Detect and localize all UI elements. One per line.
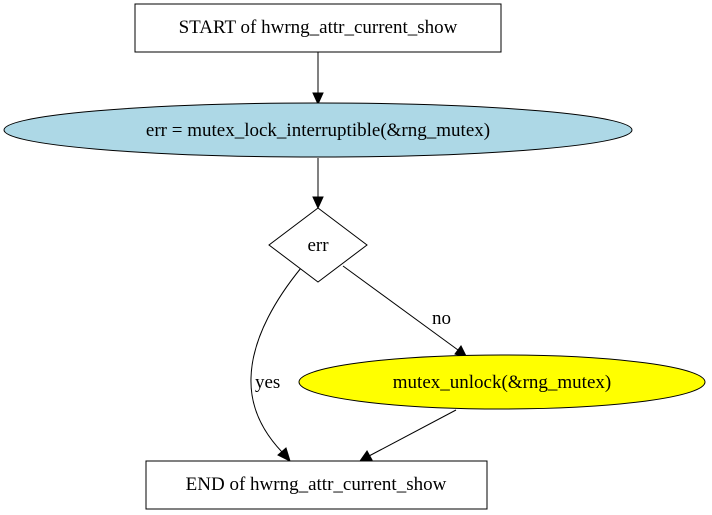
arrowhead-lock-to-decision	[312, 196, 324, 210]
lock-label: err = mutex_lock_interruptible(&rng_mute…	[146, 120, 490, 141]
decision-diamond	[268, 207, 368, 283]
start-label: START of hwrng_attr_current_show	[179, 17, 458, 38]
edge-labels: yes no	[255, 308, 451, 393]
arrowhead-unlock-to-end	[358, 450, 373, 462]
edge-unlock-to-end	[368, 409, 457, 457]
edge-decision-to-unlock-no	[342, 265, 459, 351]
lock-ellipse	[3, 102, 633, 158]
end-box	[145, 460, 488, 510]
unlock-label: mutex_unlock(&rng_mutex)	[393, 372, 611, 393]
arrowhead-start-to-lock	[312, 92, 324, 106]
decision-label: err	[307, 235, 329, 256]
node-decision: err	[268, 207, 368, 283]
end-label: END of hwrng_attr_current_show	[186, 474, 447, 495]
start-box	[134, 3, 502, 53]
edge-label-yes: yes	[255, 372, 280, 393]
unlock-ellipse	[298, 354, 706, 410]
node-lock: err = mutex_lock_interruptible(&rng_mute…	[3, 102, 633, 158]
node-end: END of hwrng_attr_current_show	[145, 460, 488, 510]
arrowhead-decision-to-end-yes	[277, 447, 291, 462]
edge-label-no: no	[432, 308, 451, 329]
node-start: START of hwrng_attr_current_show	[134, 3, 502, 53]
node-unlock: mutex_unlock(&rng_mutex)	[298, 354, 706, 410]
edge-decision-to-end-yes	[250, 267, 302, 453]
